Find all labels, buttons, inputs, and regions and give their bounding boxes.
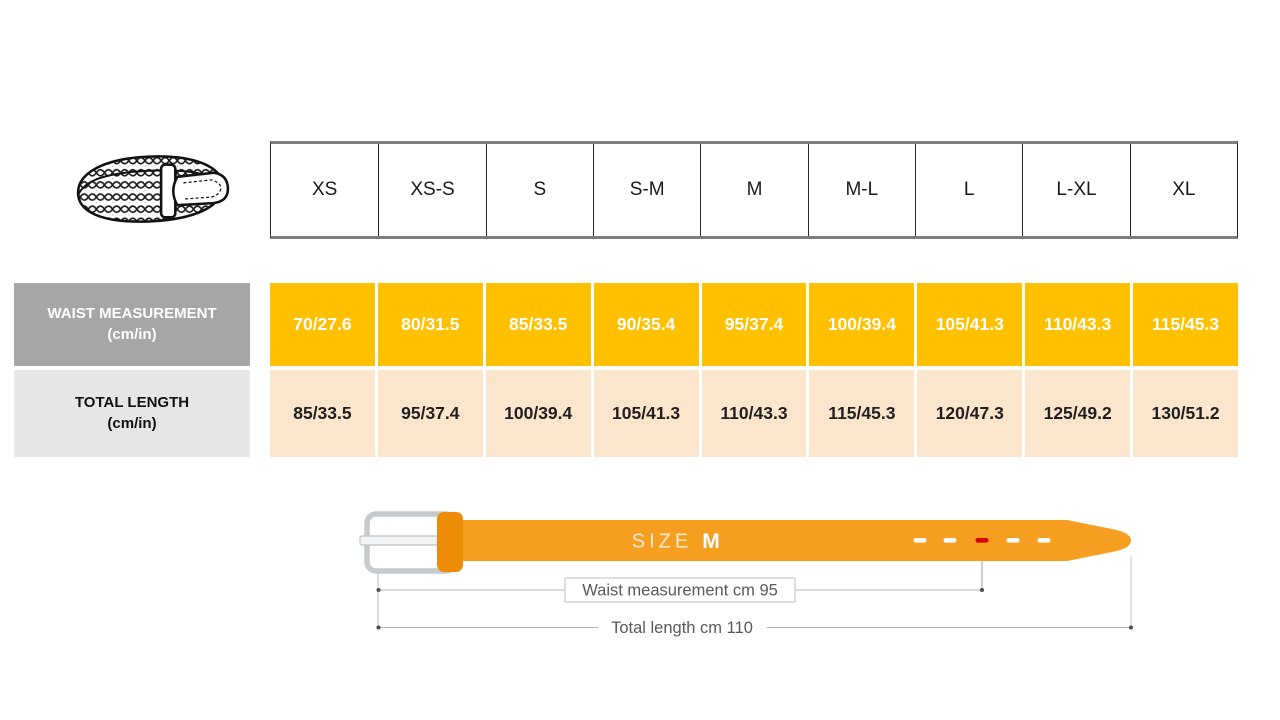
waist-value-m-l: 100/39.4	[809, 283, 915, 366]
belt-strap-tip	[1067, 520, 1131, 561]
size-value-label: M	[702, 530, 720, 553]
total-length-label: TOTAL LENGTH (cm/in)	[14, 370, 250, 457]
total-value-s: 100/39.4	[485, 370, 591, 457]
waist-line-left-endpoint	[376, 588, 381, 592]
size-word-label: SIZE	[632, 531, 692, 553]
belt-keeper-loop	[437, 512, 463, 572]
size-header-m-l: M-L	[807, 144, 915, 236]
belt-hole-4	[1006, 538, 1020, 543]
total-length-values: 85/33.5 95/37.4 100/39.4 105/41.3 110/43…	[270, 370, 1238, 457]
belt-hole-marked	[975, 538, 989, 543]
total-value-l-xl: 125/49.2	[1025, 370, 1131, 457]
size-header-xl: XL	[1129, 144, 1237, 236]
total-annotation-text: Total length cm 110	[611, 619, 753, 637]
size-header-row: XS XS-S S S-M M M-L L L-XL XL	[270, 141, 1238, 239]
size-header-s: S	[485, 144, 593, 236]
size-header-l-xl: L-XL	[1022, 144, 1129, 236]
belt-tip	[172, 171, 230, 207]
braided-belt-drawing	[76, 155, 230, 223]
waist-annotation-text: Waist measurement cm 95	[582, 582, 778, 600]
total-value-m-l: 115/45.3	[809, 370, 915, 457]
waist-line-right-endpoint	[980, 588, 984, 592]
total-label-unit: (cm/in)	[107, 414, 157, 432]
belt-hole-5	[1037, 538, 1051, 543]
waist-value-m: 95/37.4	[701, 283, 807, 366]
size-header-xs: XS	[311, 179, 338, 200]
waist-value-s-m: 90/35.4	[593, 283, 699, 366]
waist-value-xs: 70/27.6	[270, 283, 375, 366]
total-line-left-endpoint	[376, 625, 381, 630]
total-value-xl: 130/51.2	[1133, 370, 1238, 457]
waist-value-l: 105/41.3	[917, 283, 1023, 366]
size-header-s-m: S-M	[593, 144, 700, 236]
waist-label-unit: (cm/in)	[107, 325, 157, 343]
waist-value-s: 85/33.5	[485, 283, 591, 366]
waist-value-xl: 115/45.3	[1133, 283, 1238, 366]
total-value-xs-s: 95/37.4	[377, 370, 483, 457]
belt-measurement-diagram: Waist measurement cm 95 Total length cm …	[355, 500, 1145, 650]
waist-annotation-box	[564, 577, 796, 603]
belt-hole-2	[943, 538, 957, 543]
size-header-l: L	[915, 144, 1022, 236]
total-value-xs: 85/33.5	[270, 370, 375, 457]
total-line-right-endpoint	[1129, 625, 1133, 630]
waist-label-text: WAIST MEASUREMENT	[47, 305, 217, 323]
waist-value-xs-s: 80/31.5	[377, 283, 483, 366]
total-value-m: 110/43.3	[701, 370, 807, 457]
belt-hole-1	[913, 538, 927, 543]
braided-belt-illustration	[64, 142, 236, 244]
size-header-m: M	[700, 144, 807, 236]
total-value-s-m: 105/41.3	[593, 370, 699, 457]
waist-value-l-xl: 110/43.3	[1025, 283, 1131, 366]
waist-measurement-label: WAIST MEASUREMENT (cm/in)	[14, 283, 250, 366]
belt-strap	[440, 520, 1067, 561]
total-label-text: TOTAL LENGTH	[74, 394, 190, 412]
waist-measurement-values: 70/27.6 80/31.5 85/33.5 90/35.4 95/37.4 …	[270, 283, 1238, 366]
size-header-xs-s: XS-S	[378, 144, 485, 236]
total-value-l: 120/47.3	[917, 370, 1023, 457]
